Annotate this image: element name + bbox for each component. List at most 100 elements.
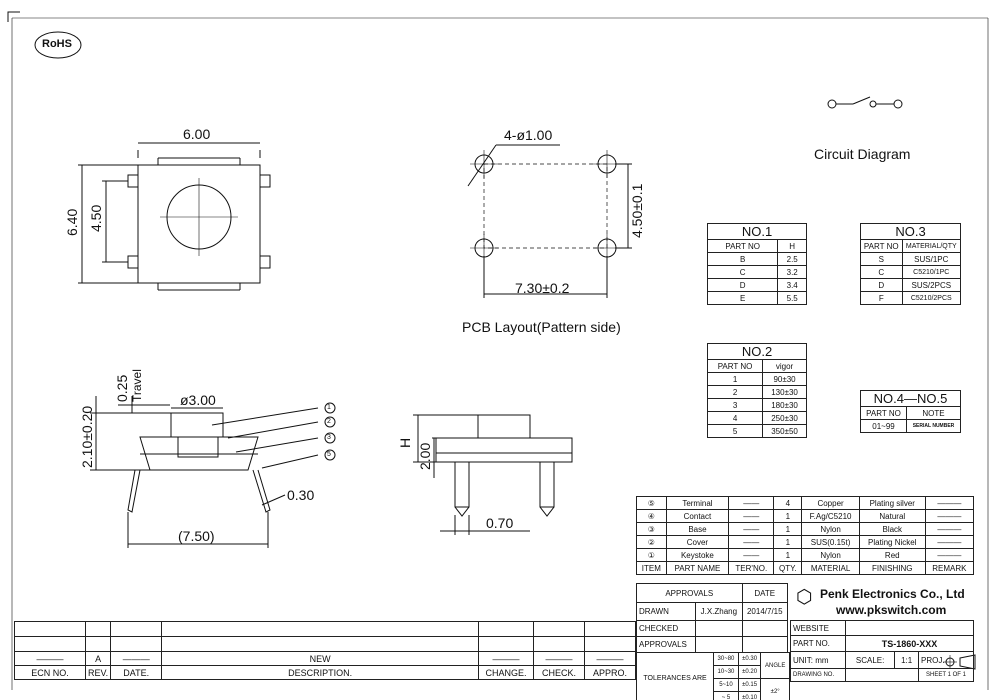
table-no45-header: PART NO: [860, 406, 907, 420]
tol-range: ~ 5: [713, 691, 739, 700]
tolerance-block: TOLERANCES ARE 30~80±0.30 ANGLE 10~30±0.…: [635, 652, 790, 700]
bom-cell: F.Ag/C5210: [801, 509, 860, 523]
table-no45-cell: SERIAL NUMBER: [906, 419, 961, 433]
company-name: Penk Electronics Co., Ltd: [820, 587, 965, 601]
table-no3-cell: S: [860, 252, 903, 266]
table-no1-cell: E: [706, 291, 779, 305]
table-no3-header: PART NO: [860, 239, 903, 253]
bom-cell: ———: [924, 548, 975, 562]
bom-header-cell: FINISHING: [858, 561, 926, 575]
table-no1-cell: B: [706, 252, 779, 266]
revision-row: ———A———NEW—————————: [14, 651, 636, 666]
table-no3-cell: C: [860, 265, 903, 279]
table-no2-cell: 1: [706, 372, 764, 386]
callout-5: 5: [327, 451, 331, 458]
bom-header-cell: PART NAME: [665, 561, 730, 575]
table-no1-cell: 2.5: [777, 252, 807, 266]
revision-desc: NEW: [161, 651, 479, 666]
dim-height-inner: 4.50: [88, 204, 104, 232]
side-view: [90, 396, 336, 548]
revision-header-cell: CHANGE.: [478, 665, 534, 680]
bom-cell: ———: [924, 522, 975, 536]
table-no3-cell: D: [860, 278, 903, 292]
dim-side-height: 2.10±0.20: [79, 405, 95, 468]
bom-cell: Plating silver: [858, 496, 926, 510]
h-label: H: [397, 437, 413, 448]
drawn-label: DRAWN: [635, 602, 697, 621]
bom-cell: ———: [924, 509, 975, 523]
bom-cell: ③: [636, 522, 667, 536]
table-no2-cell: 90±30: [762, 372, 807, 386]
table-no3-cell: SUS/2PCS: [901, 278, 962, 292]
bom-cell: ⑤: [636, 496, 667, 510]
pcb-layout: [467, 144, 632, 298]
table-no2-cell: 5: [706, 424, 764, 438]
company-website: www.pkswitch.com: [836, 603, 947, 617]
bom-cell: ①: [636, 548, 667, 562]
bom-cell: Cover: [665, 535, 730, 549]
revision-header: ECN NO.REV.DATE.DESCRIPTION.CHANGE.CHECK…: [14, 665, 636, 680]
bom-cell: Base: [665, 522, 730, 536]
switch-symbol: [827, 96, 903, 109]
table-no1-cell: C: [706, 265, 779, 279]
revision-header-cell: DESCRIPTION.: [161, 665, 479, 680]
bom-cell: ②: [636, 535, 667, 549]
checked-label: CHECKED: [635, 620, 697, 637]
table-no3-cell: C5210/2PCS: [901, 291, 962, 305]
part-no-label: PART NO.: [790, 635, 846, 652]
scale-value: 1:1: [894, 651, 919, 669]
table-no3-header: MATERIAL/QTY: [901, 239, 962, 253]
table-no2-cell: 130±30: [762, 385, 807, 399]
table-no3-cell: SUS/1PC: [901, 252, 962, 266]
tol-range: 10~30: [713, 665, 739, 679]
table-no2-header: vigor: [762, 359, 807, 373]
dim-width: 6.00: [183, 126, 211, 142]
revision-header-cell: REV.: [84, 665, 112, 680]
table-no1-cell: 3.4: [777, 278, 807, 292]
part-no-value: TS-1860-XXX: [845, 635, 974, 652]
bom-cell: 4: [773, 496, 803, 510]
dim-end-lead: 0.70: [486, 515, 514, 531]
bom-header-cell: QTY.: [773, 561, 803, 575]
dim-lead-width: 0.30: [287, 487, 315, 503]
rohs-logo-text: RoHS: [42, 38, 72, 50]
revision-header-cell: APPRO.: [584, 665, 636, 680]
revision-header-cell: CHECK.: [533, 665, 585, 680]
bom-cell: ——: [728, 548, 775, 562]
callout-2: 2: [327, 418, 331, 425]
company-logo-icon: ⬡: [796, 587, 813, 608]
table-no3-cell: F: [860, 291, 903, 305]
tol-value: ±0.20: [737, 665, 762, 679]
angle-label: ANGLE: [760, 652, 790, 679]
bom-cell: ———: [924, 535, 975, 549]
tol-value: ±0.30: [737, 652, 762, 666]
table-no1-header: H: [777, 239, 807, 253]
revision-header-cell: DATE.: [110, 665, 163, 680]
callout-1: 1: [327, 404, 331, 411]
table-no2-header: PART NO: [706, 359, 764, 373]
table-no2-cell: 250±30: [762, 411, 807, 425]
pcb-layout-label: PCB Layout(Pattern side): [462, 319, 621, 335]
approvals-label: APPROVALS: [635, 636, 697, 653]
bom-cell: ④: [636, 509, 667, 523]
table-no1-header: PART NO: [706, 239, 779, 253]
bom-cell: 1: [773, 522, 803, 536]
tolerances-label: TOLERANCES ARE: [635, 652, 715, 700]
dim-height-outer: 6.40: [64, 208, 80, 236]
table-no1-cell: 3.2: [777, 265, 807, 279]
bom-cell: ——: [728, 522, 775, 536]
table-no45-cell: 01~99: [860, 419, 907, 433]
revision-header-cell: ECN NO.: [14, 665, 86, 680]
revision-rev: A: [84, 651, 112, 666]
